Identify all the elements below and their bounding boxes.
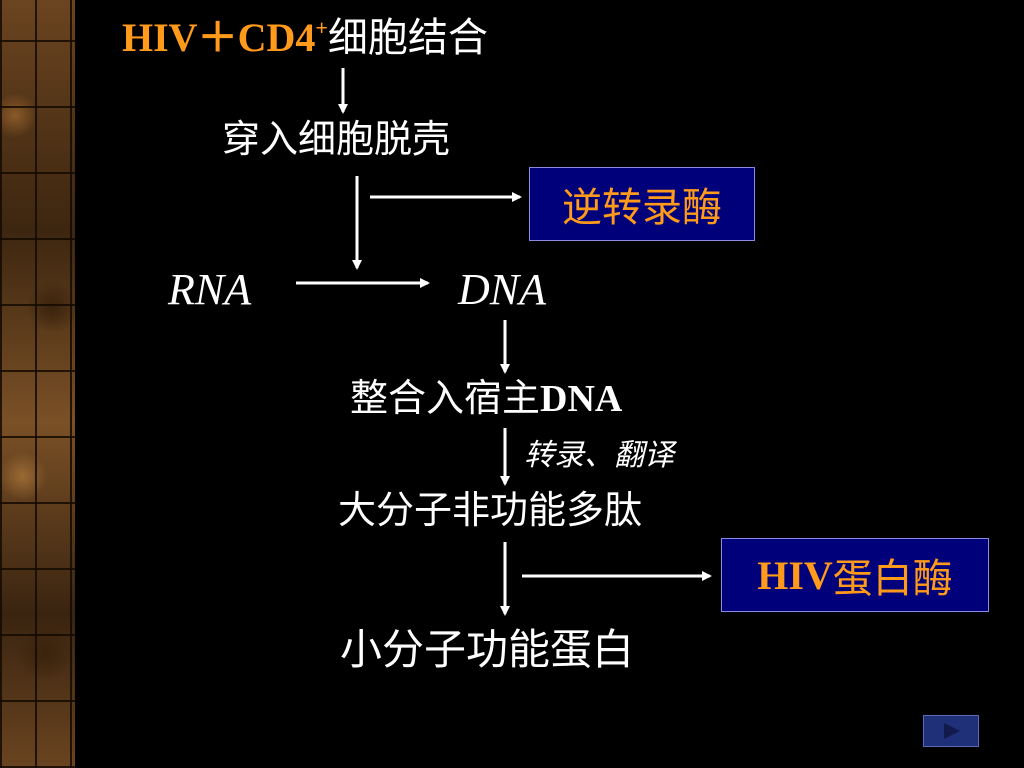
transcription-translation-label: 转录、翻译 bbox=[524, 439, 674, 472]
play-forward-icon bbox=[944, 723, 960, 739]
step3-text: 整合入宿主 bbox=[350, 378, 541, 420]
protease-hiv-label: HIV bbox=[757, 552, 833, 598]
title-superscript: + bbox=[315, 15, 328, 40]
reverse-transcriptase-box: 逆转录酶 bbox=[529, 167, 755, 241]
next-slide-button[interactable] bbox=[923, 715, 979, 747]
step3-dna: DNA bbox=[540, 378, 623, 420]
title-hiv-cd4: HIV＋CD4 bbox=[122, 15, 316, 60]
diagram-title: HIV＋CD4+细胞结合 bbox=[122, 15, 488, 60]
reverse-transcriptase-label: 逆转录酶 bbox=[562, 185, 722, 230]
step-enter-uncoat: 穿入细胞脱壳 bbox=[222, 119, 451, 161]
decorative-side-panel bbox=[0, 0, 75, 768]
step-functional-protein: 小分子功能蛋白 bbox=[340, 628, 635, 674]
step-integrate-host-dna: 整合入宿主DNA bbox=[350, 380, 622, 418]
title-rest: 细胞结合 bbox=[327, 15, 488, 60]
protease-cn-label: 蛋白酶 bbox=[832, 556, 953, 601]
dna-label: DNA bbox=[458, 265, 546, 314]
step-nonfunctional-polypeptide: 大分子非功能多肽 bbox=[338, 490, 643, 532]
rna-label: RNA bbox=[168, 265, 252, 314]
